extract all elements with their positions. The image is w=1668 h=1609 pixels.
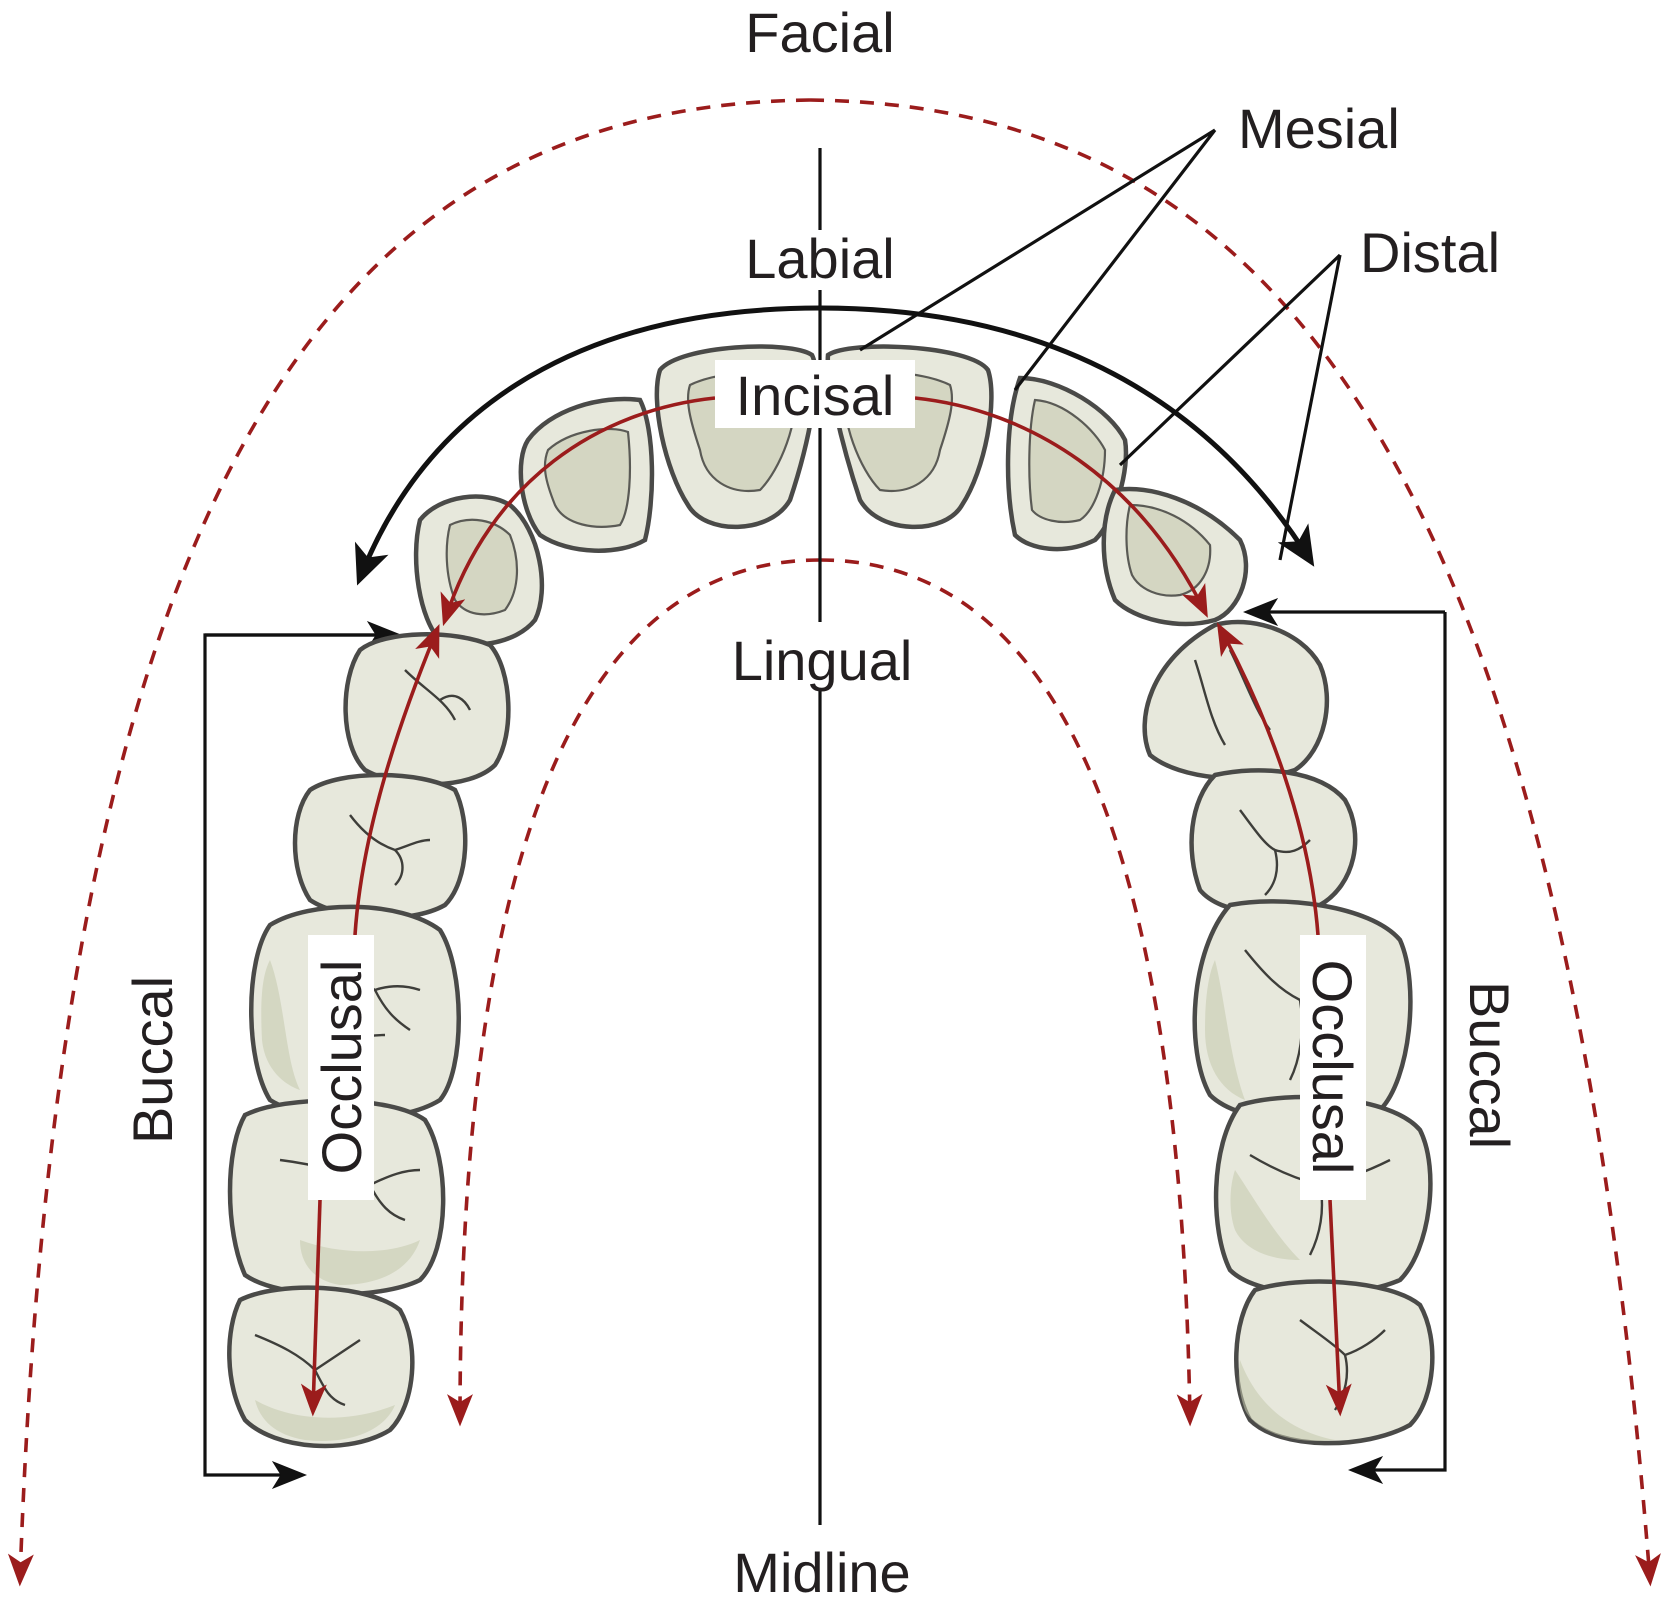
tooth-lateral-incisor-left	[518, 396, 655, 553]
occlusal-arrow-right-down	[1325, 1199, 1352, 1417]
label-labial: Labial	[745, 227, 894, 290]
occlusal-left-label-bg	[308, 935, 374, 1200]
occlusal-arrow-right-up	[1216, 622, 1320, 936]
facial-dashed-arrow-left	[7, 98, 811, 1587]
teeth	[227, 344, 1435, 1449]
incisal-arrow-left	[440, 396, 716, 627]
label-buccal-left: Buccal	[121, 976, 184, 1144]
label-distal: Distal	[1360, 221, 1500, 284]
label-buccal-right: Buccal	[1458, 981, 1521, 1149]
occlusal-arrow-left-up	[353, 624, 440, 936]
mesial-leaders	[859, 128, 1217, 391]
occlusal-right-label-bg	[1300, 935, 1366, 1200]
buccal-bracket-right	[1347, 612, 1447, 1485]
tooth-first-premolar-left	[343, 632, 511, 787]
label-lingual: Lingual	[732, 629, 913, 692]
label-facial: Facial	[745, 1, 894, 64]
occlusal-arrow-left-down	[300, 1199, 327, 1417]
facial-dashed-arrow	[809, 98, 1661, 1587]
label-midline: Midline	[733, 1541, 910, 1604]
incisal-label-bg	[715, 360, 915, 428]
tooth-first-premolar-right	[1142, 619, 1330, 781]
label-mesial: Mesial	[1238, 97, 1400, 160]
label-occlusal-right: Occlusal	[1301, 960, 1364, 1175]
label-incisal: Incisal	[736, 364, 895, 427]
incisal-arrow-right	[914, 396, 1208, 618]
tooth-lateral-incisor-right	[1005, 375, 1129, 552]
tooth-third-molar-left	[227, 1285, 415, 1449]
tooth-canine-left	[413, 494, 545, 647]
label-occlusal-left: Occlusal	[310, 960, 373, 1175]
distal-leaders	[1118, 253, 1342, 561]
tooth-second-premolar-left	[292, 772, 468, 920]
labial-arc-left	[354, 305, 821, 586]
tooth-second-premolar-right	[1189, 768, 1358, 916]
lingual-dashed-arrow-right	[819, 558, 1203, 1427]
labial-arc-right	[819, 305, 1315, 567]
